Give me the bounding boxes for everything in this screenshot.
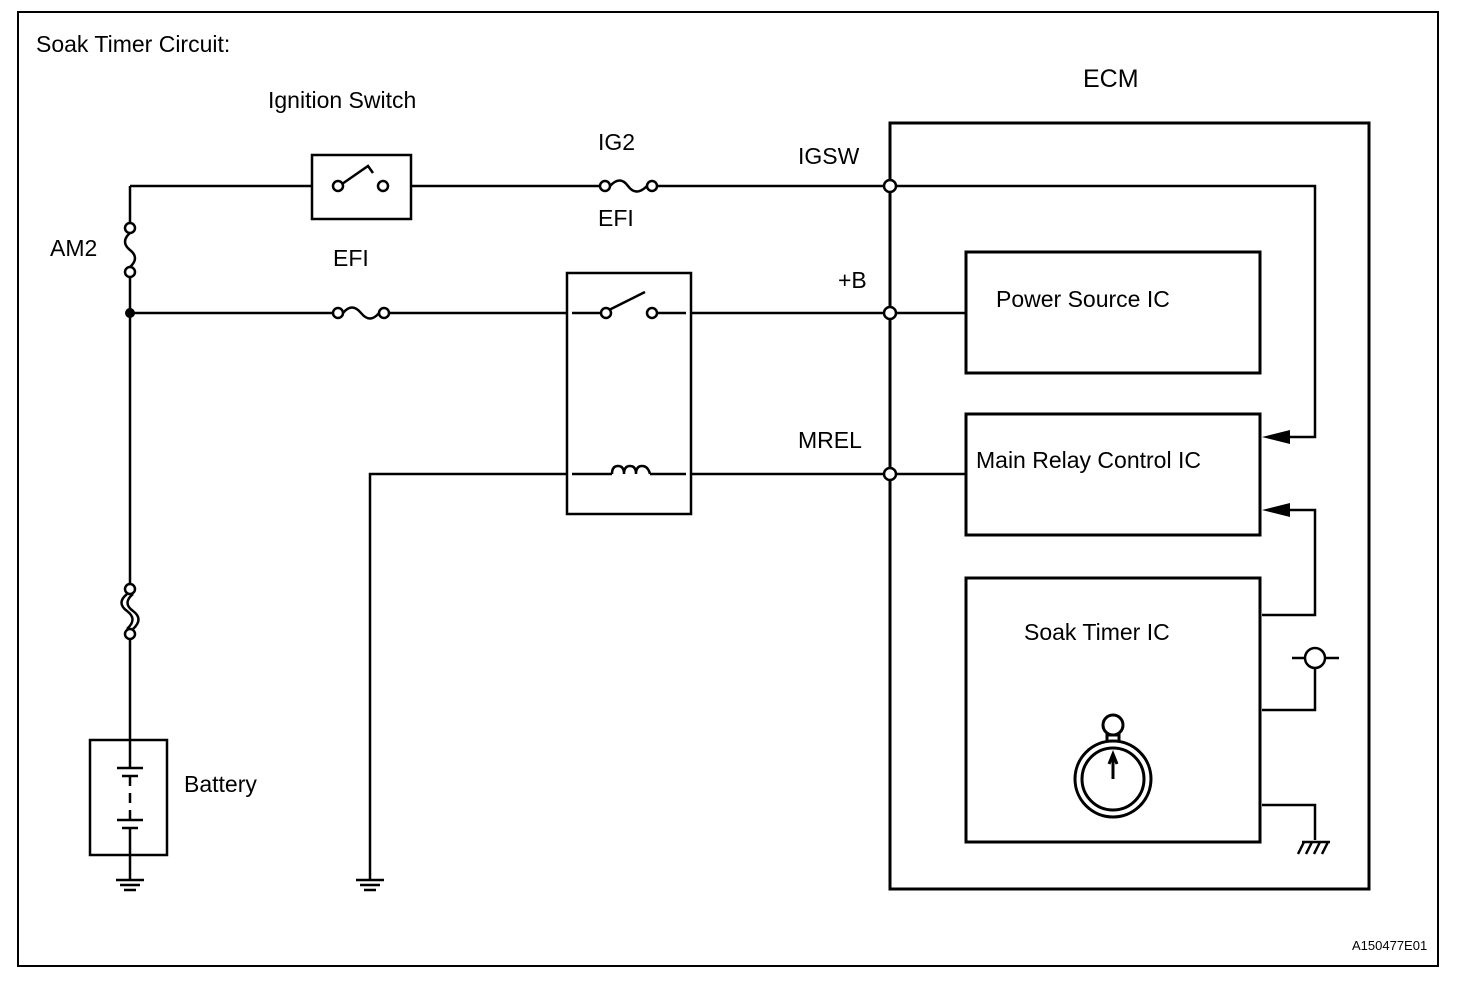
ignition-switch-label: Ignition Switch <box>268 87 416 113</box>
wire-soak-to-element <box>1262 668 1317 712</box>
ig2-fuse-label: IG2 <box>598 129 635 155</box>
battery-label: Battery <box>184 771 257 797</box>
battery-symbol <box>88 738 169 857</box>
arrow-igsw-input-icon <box>1262 430 1290 444</box>
soak-timer-ic-label: Soak Timer IC <box>1024 619 1170 645</box>
diagram-title: Soak Timer Circuit: <box>36 31 230 57</box>
power-source-ic-label: Power Source IC <box>996 286 1170 312</box>
terminal-b-plus-label: +B <box>838 267 867 293</box>
wire-soak-chassis-ground <box>1262 803 1317 840</box>
figure-code: A150477E01 <box>1352 938 1427 953</box>
wires <box>128 184 1317 880</box>
terminal-igsw <box>882 178 898 194</box>
ecm-label: ECM <box>1083 65 1139 93</box>
stopwatch-icon <box>1073 713 1153 819</box>
wire-igsw-top <box>130 184 1317 439</box>
terminal-b-plus <box>882 305 898 321</box>
signal-arrows <box>1262 430 1290 517</box>
ig2-fuse-symbol <box>598 179 659 193</box>
efi-fuse-symbol <box>331 306 391 320</box>
efi-relay-label: EFI <box>598 205 634 231</box>
power-source-ic-block: Power Source IC <box>964 250 1262 375</box>
main-relay-control-ic-block: Main Relay Control IC <box>964 412 1262 537</box>
wire-soak-to-relay <box>1262 508 1317 617</box>
efi-fuse-label: EFI <box>333 245 369 271</box>
main-relay-control-ic-label: Main Relay Control IC <box>976 447 1201 473</box>
switching-element-symbol <box>1292 646 1339 670</box>
ground-symbol-battery <box>116 878 144 892</box>
am2-fuse-label: AM2 <box>50 235 97 261</box>
ecm-box <box>888 121 1371 891</box>
chassis-ground-symbol <box>1296 840 1330 855</box>
efi-relay-symbol <box>565 271 693 516</box>
ecm-terminals <box>882 178 898 482</box>
terminal-mrel-label: MREL <box>798 427 862 453</box>
arrow-soak-input-icon <box>1262 503 1290 517</box>
ignition-switch-symbol <box>310 153 413 221</box>
terminal-mrel <box>882 466 898 482</box>
terminal-igsw-label: IGSW <box>798 143 860 169</box>
outer-frame <box>17 11 1439 967</box>
wire-mrel <box>368 472 966 880</box>
am2-fuse-symbol <box>123 221 137 279</box>
ground-symbol-relay <box>356 878 384 892</box>
junction-dot <box>125 308 135 318</box>
fusible-link-symbol <box>120 582 140 641</box>
